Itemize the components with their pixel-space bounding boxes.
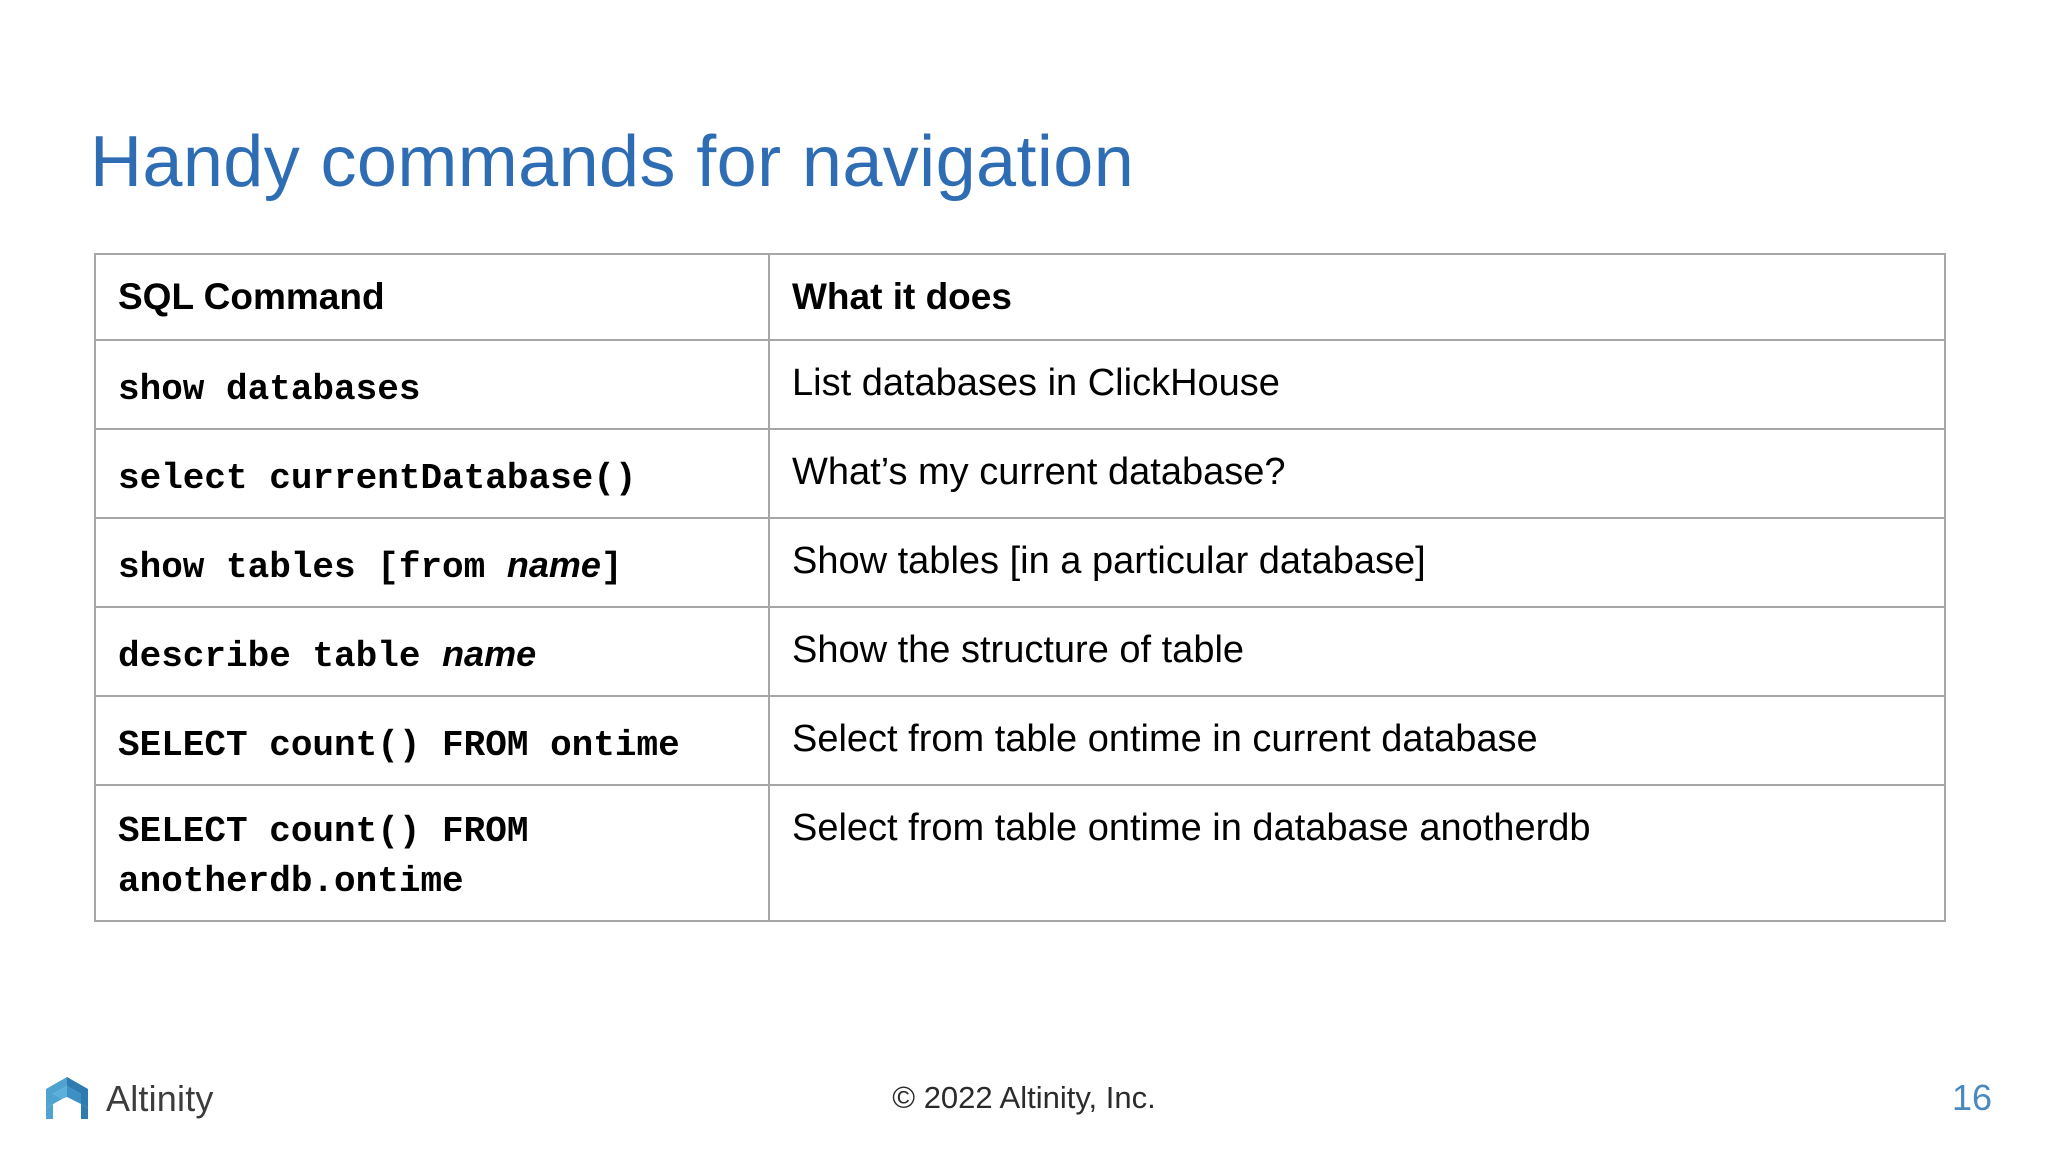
page-title: Handy commands for navigation <box>90 122 1135 202</box>
command-text: show tables [from name] <box>96 519 768 601</box>
cell-description: Show the structure of table <box>768 606 1946 697</box>
footer-logo: Altinity <box>44 1068 344 1130</box>
footer-logo-text: Altinity <box>106 1078 214 1119</box>
column-header-sql-command-label: SQL Command <box>118 276 385 317</box>
cell-command: show databases <box>94 339 770 430</box>
cell-command: SELECT count() FROM ontime <box>94 695 770 786</box>
footer-copyright: © 2022 Altinity, Inc. <box>892 1080 1156 1115</box>
cell-description: Select from table ontime in current data… <box>768 695 1946 786</box>
cell-command: SELECT count() FROM anotherdb.ontime <box>94 784 770 922</box>
command-placeholder: name <box>506 544 601 585</box>
table-row: describe table name Show the structure o… <box>94 606 1946 697</box>
command-text: SELECT count() FROM anotherdb.ontime <box>96 786 768 915</box>
cell-description: Show tables [in a particular database] <box>768 517 1946 608</box>
column-header-what-it-does: What it does <box>768 253 1946 341</box>
table-row: select currentDatabase() What’s my curre… <box>94 428 1946 519</box>
command-literal-pre: show tables [from <box>118 547 507 588</box>
slide-page-number: 16 <box>1951 1077 1992 1118</box>
description-text: What’s my current database? <box>792 451 1286 493</box>
altinity-arch-logo-icon <box>46 1077 88 1119</box>
cell-command: show tables [from name] <box>94 517 770 608</box>
description-text: Select from table ontime in current data… <box>792 718 1538 760</box>
cell-command: select currentDatabase() <box>94 428 770 519</box>
column-header-what-it-does-label: What it does <box>792 276 1012 317</box>
command-text: describe table name <box>96 608 768 690</box>
cell-description: Select from table ontime in database ano… <box>768 784 1946 922</box>
command-literal-pre: SELECT count() FROM anotherdb.ontime <box>118 811 529 902</box>
table-row: SELECT count() FROM anotherdb.ontime Sel… <box>94 784 1946 922</box>
cell-description: List databases in ClickHouse <box>768 339 1946 430</box>
command-literal-post: ] <box>600 547 623 588</box>
command-text: SELECT count() FROM ontime <box>96 697 768 779</box>
commands-table: SQL Command What it does show databases … <box>94 253 1946 922</box>
command-placeholder: name <box>442 633 537 674</box>
description-text: Show the structure of table <box>792 629 1245 671</box>
cell-command: describe table name <box>94 606 770 697</box>
column-header-sql-command: SQL Command <box>94 253 770 341</box>
cell-description: What’s my current database? <box>768 428 1946 519</box>
description-text: Select from table ontime in database ano… <box>792 807 1591 849</box>
description-text: List databases in ClickHouse <box>792 362 1280 404</box>
table-row: show databases List databases in ClickHo… <box>94 339 1946 430</box>
command-literal-pre: SELECT count() FROM ontime <box>118 725 680 766</box>
command-literal-pre: describe table <box>118 636 443 677</box>
command-literal-pre: select currentDatabase() <box>118 458 637 499</box>
command-literal-pre: show databases <box>118 369 421 410</box>
table-row: show tables [from name] Show tables [in … <box>94 517 1946 608</box>
command-text: select currentDatabase() <box>96 430 768 512</box>
table-row: SELECT count() FROM ontime Select from t… <box>94 695 1946 786</box>
description-text: Show tables [in a particular database] <box>792 540 1426 582</box>
table-header-row: SQL Command What it does <box>94 253 1946 341</box>
command-text: show databases <box>96 341 768 423</box>
